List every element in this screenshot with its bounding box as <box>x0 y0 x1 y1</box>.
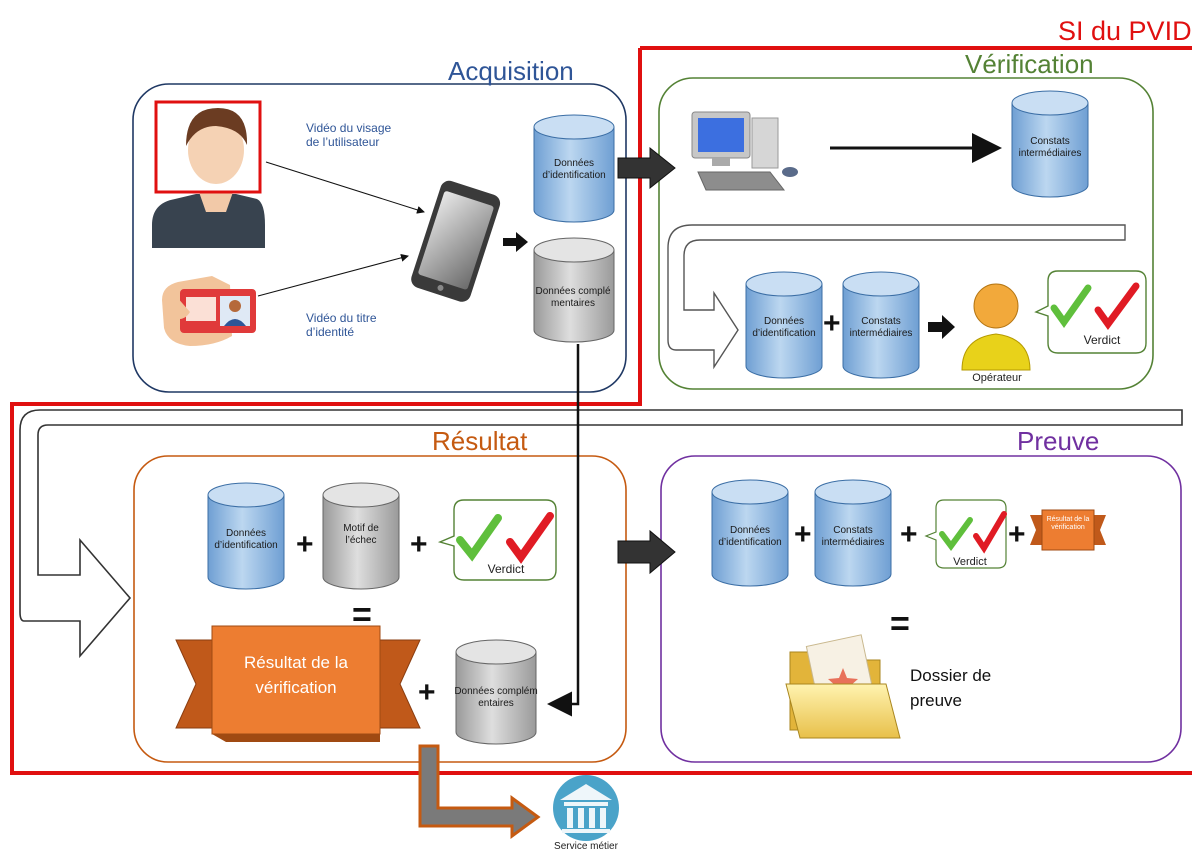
res-cyl-identification-label: Données d’identification <box>214 528 278 551</box>
si-pvid-title: SI du PVID <box>1058 16 1192 46</box>
proof-plus-1: + <box>794 518 812 551</box>
user-avatar-icon <box>152 108 265 248</box>
id-to-phone-arrow <box>257 253 409 297</box>
res-plus-1: + <box>296 528 314 561</box>
video-id-label: Vidéo du titre d’identité <box>306 311 377 339</box>
preuve-title: Preuve <box>1017 426 1100 456</box>
complementaires-to-result-line <box>547 344 580 717</box>
verification-title: Vérification <box>965 49 1094 79</box>
res-verdict-bubble <box>437 499 557 581</box>
verif-cyl-constats-top <box>1011 90 1089 198</box>
proof-cyl-identification <box>711 479 789 587</box>
res-plus-2: + <box>410 528 428 561</box>
proof-equals: = <box>890 605 910 643</box>
result-banner-label: Résultat de la vérification <box>244 653 348 697</box>
verif-verdict-label: Verdict <box>1083 333 1121 347</box>
verif-cyl-constats-top-label: Constats intermédiaires <box>1018 136 1082 159</box>
acq-to-verif-arrow <box>617 146 676 190</box>
id-card-icon <box>162 276 256 346</box>
face-highlight-frame <box>154 100 262 194</box>
si-pvid-border <box>10 46 1192 775</box>
result-flow-arrow <box>19 409 1183 659</box>
video-face-label: Vidéo du visage de l’utilisateur <box>306 121 392 149</box>
smartphone-icon <box>411 180 501 302</box>
acq-cyl-identification <box>533 114 615 223</box>
res-cyl-complementaires <box>455 639 537 745</box>
proof-verdict-bubble <box>924 499 1007 569</box>
res-equals: = <box>352 596 372 634</box>
verif-to-operator-arrow <box>928 315 955 339</box>
computer-icon <box>691 111 798 191</box>
result-to-service-arrow <box>418 744 541 839</box>
proof-plus-2: + <box>900 518 918 551</box>
operator-icon <box>961 283 1031 371</box>
verif-verdict-bubble <box>1034 270 1147 354</box>
acq-cyl-identification-label: Données d’identification <box>542 158 606 181</box>
preuve-box <box>660 455 1182 763</box>
verif-plus: + <box>823 307 841 340</box>
face-to-phone-arrow <box>265 161 425 214</box>
res-verdict-label: Verdict <box>487 562 525 576</box>
proof-cyl-constats <box>814 479 892 587</box>
verif-cyl-identification-label: Données d’identification <box>752 316 816 339</box>
res-cyl-complementaires-label: Données complémentaires <box>454 686 538 709</box>
service-label: Service métier <box>554 841 618 852</box>
verif-cyl-constats-label: Constats intermédiaires <box>849 316 913 339</box>
proof-mini-banner-label: Résultat de la vérification <box>1046 516 1090 532</box>
proof-plus-3: + <box>1008 518 1026 551</box>
verif-cyl-identification <box>745 271 823 379</box>
folder-icon <box>785 634 901 739</box>
resultat-title: Résultat <box>432 426 528 456</box>
dossier-label: Dossier de preuve <box>910 666 992 710</box>
acquisition-title: Acquisition <box>448 56 574 86</box>
verification-box <box>658 77 1154 390</box>
verification-flow-arrow <box>667 224 1126 370</box>
proof-mini-banner <box>1030 509 1106 551</box>
res-cyl-identification <box>207 482 285 590</box>
res-cyl-motif-label: Motif de l’échec <box>343 523 379 546</box>
operator-label: Opérateur <box>972 372 1022 384</box>
proof-cyl-identification-label: Données d’identification <box>718 525 782 548</box>
verif-cyl-constats <box>842 271 920 379</box>
acquisition-box <box>132 83 627 393</box>
service-bank-icon <box>553 775 619 841</box>
proof-verdict-label: Verdict <box>953 556 987 568</box>
result-banner <box>175 625 421 742</box>
phone-to-data-arrow <box>503 232 528 252</box>
acq-cyl-complementaires <box>533 237 615 343</box>
res-plus-3: + <box>418 676 436 709</box>
acq-cyl-complementaires-label: Données complémentaires <box>535 286 611 309</box>
proof-cyl-constats-label: Constats intermédiaires <box>821 525 885 548</box>
res-cyl-motif <box>322 482 400 590</box>
resultat-box <box>133 455 627 763</box>
result-to-proof-arrow <box>617 529 676 575</box>
